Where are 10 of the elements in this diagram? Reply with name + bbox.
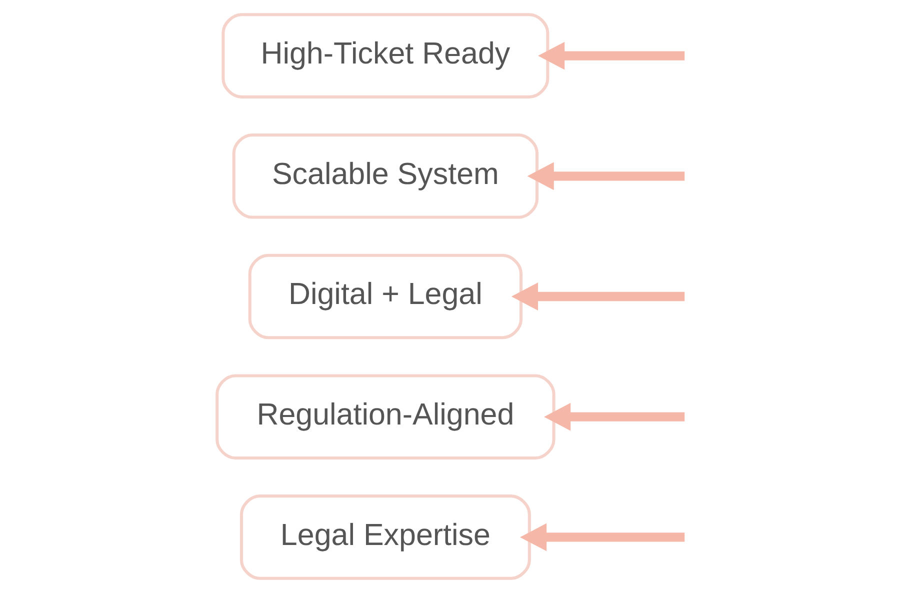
arrow [527, 162, 685, 190]
node-box: Regulation-Aligned [216, 374, 556, 460]
node-box: Legal Expertise [240, 494, 531, 580]
node-box: Scalable System [232, 133, 539, 219]
arrow [511, 282, 685, 310]
arrow [520, 523, 685, 552]
arrow [544, 402, 685, 431]
node-box: High-Ticket Ready [222, 13, 550, 98]
node-box: Digital + Legal [248, 254, 523, 340]
arrow [538, 42, 685, 70]
